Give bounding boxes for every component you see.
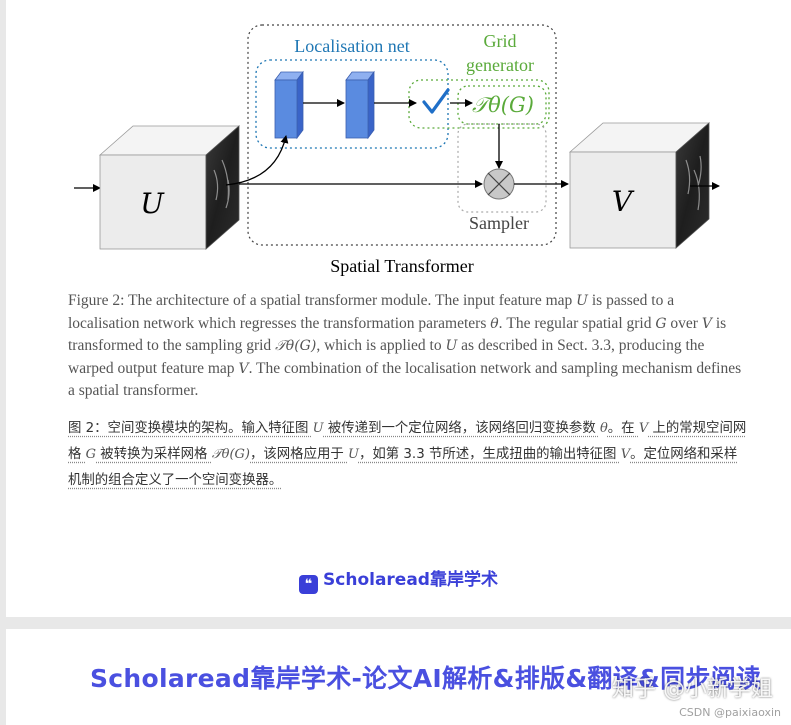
caption-en-var: U xyxy=(445,338,458,355)
caption-en-var: θ xyxy=(490,315,499,332)
caption-zh-text: 上的常规空间网格 xyxy=(68,421,747,462)
caption-en-text: Figure 2: The architecture of a spatial … xyxy=(68,292,577,309)
caption-zh-var: θ xyxy=(599,421,608,436)
caption-en-var: G xyxy=(655,315,667,332)
quote-icon: ❝ xyxy=(299,575,319,594)
caption-zh-text: 图 2：空间变换模块的架构。输入特征图 xyxy=(68,421,313,436)
caption-zh-text: 被传递到一个定位网络，该网络回归变换参数 xyxy=(323,421,600,436)
caption-en-text: is passed to a localisation network whic… xyxy=(68,292,675,332)
caption-en-text: is transformed to the sampling grid xyxy=(68,314,727,355)
sampler-node xyxy=(483,168,515,200)
grid-label-line2: generator xyxy=(466,55,534,75)
caption-en-text: , which is applied to xyxy=(316,337,446,355)
sampler-label: Sampler xyxy=(469,213,529,233)
input-label: U xyxy=(140,187,165,220)
caption-zh-var: G xyxy=(85,447,97,462)
csdn-watermark: CSDN @paixiaoxin xyxy=(679,706,781,719)
figure-card: Localisation net Grid generator Sampler … xyxy=(6,0,791,617)
grid-label-line1: Grid xyxy=(484,31,517,51)
spatial-transformer-box xyxy=(247,24,557,246)
spatial-transformer-title: Spatial Transformer xyxy=(330,256,474,276)
layer-block-2 xyxy=(345,70,375,140)
caption-zh-text: ，该网格应用于 xyxy=(250,447,349,462)
caption-en-text: over xyxy=(666,314,702,332)
caption-en-var: V xyxy=(238,360,249,377)
output-feature-map-V xyxy=(568,122,711,249)
caption-en-var: 𝒯θ(G) xyxy=(275,338,317,355)
zhihu-watermark: 知乎 @小新学姐 xyxy=(612,677,773,702)
input-feature-map-U xyxy=(98,125,241,250)
caption-zh-text: 。定位网络和采样机制的组合定义了一个空间变换器。 xyxy=(68,447,738,488)
caption-zh-var: V xyxy=(638,421,649,436)
caption-zh-var: U xyxy=(312,421,324,436)
scholaread-brand[interactable]: ❝Scholaread靠岸学术 xyxy=(6,565,791,594)
caption-chinese[interactable]: 图 2：空间变换模块的架构。输入特征图 U 被传递到一个定位网络，该网络回归变换… xyxy=(68,416,748,494)
caption-en-text: . The combination of the localisation ne… xyxy=(68,359,742,400)
caption-zh-var: 𝒯θ(G) xyxy=(211,447,251,462)
arrow-U-to-localisation xyxy=(225,135,289,186)
headline-card: Scholaread靠岸学术-论文AI解析&排版&翻译&同步阅读 知乎 @小新学… xyxy=(6,629,791,725)
caption-english: Figure 2: The architecture of a spatial … xyxy=(68,290,748,403)
theta-check-icon xyxy=(422,88,450,114)
caption-zh-text: ，如第 3.3 节所述，生成扭曲的输出特征图 xyxy=(358,447,621,462)
layer-block-1 xyxy=(274,70,304,140)
grid-inner-box xyxy=(457,85,547,125)
grid-generator-box xyxy=(408,79,550,129)
caption-en-text: . The regular spatial grid xyxy=(498,314,656,332)
headline-title[interactable]: Scholaread靠岸学术-论文AI解析&排版&翻译&同步阅读 xyxy=(90,664,762,693)
caption-zh-var: V xyxy=(620,447,631,462)
caption-en-var: V xyxy=(701,315,712,332)
sampler-box xyxy=(457,123,547,213)
caption-en-text: as described in Sect. 3.3, producing the… xyxy=(68,337,705,377)
spatial-transformer-diagram: Localisation net Grid generator Sampler … xyxy=(74,24,720,276)
caption-en-var: U xyxy=(576,293,588,309)
localisation-net-box xyxy=(255,59,449,149)
brand-label: Scholaread靠岸学术 xyxy=(323,570,498,590)
caption-zh-var: U xyxy=(348,447,359,462)
localisation-net-label: Localisation net xyxy=(294,36,409,56)
transform-label: 𝒯θ(G) xyxy=(472,93,534,117)
output-label: V xyxy=(612,185,635,218)
caption-zh-text: 被转换为采样网格 xyxy=(96,447,212,462)
caption-zh-text: 。在 xyxy=(607,421,639,436)
